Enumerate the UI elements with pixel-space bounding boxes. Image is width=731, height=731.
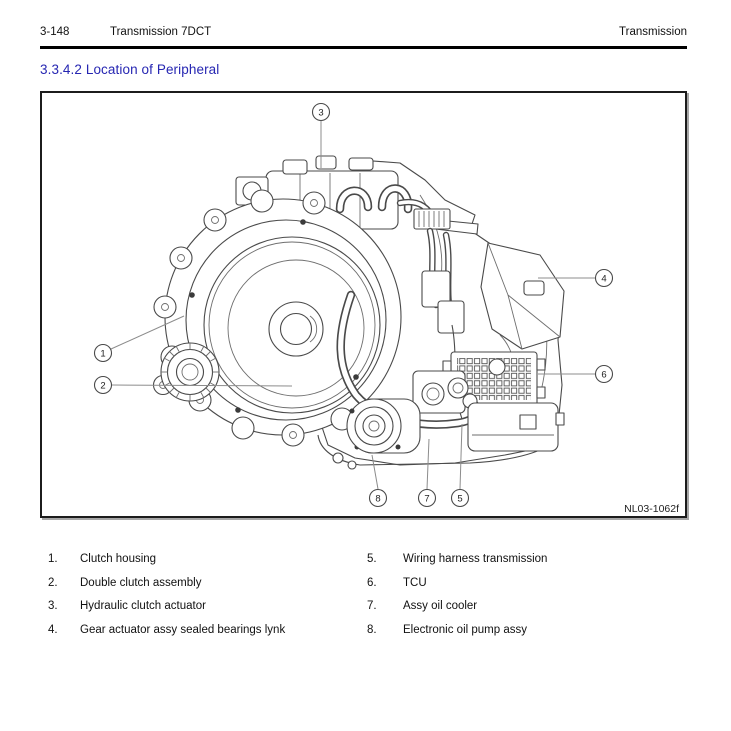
legend-num: 8.: [367, 624, 377, 637]
gear-actuator-drawing: [480, 242, 565, 350]
header-right-title: Transmission: [619, 26, 687, 38]
callout-2: 2: [93, 375, 113, 395]
double-clutch-drawing: [152, 342, 220, 402]
leader-line-5: [459, 423, 463, 490]
legend-num: 3.: [48, 600, 58, 613]
leader-line-2: [111, 384, 293, 387]
callout-8: 8: [368, 488, 388, 508]
legend-label: Clutch housing: [80, 553, 157, 565]
oil-pump-drawing: [346, 398, 421, 454]
page-number: 3-148: [40, 26, 70, 38]
callout-1: 1: [93, 343, 113, 363]
svg-text:1: 1: [100, 348, 105, 359]
svg-text:6: 6: [601, 369, 606, 380]
legend-label: Assy oil cooler: [403, 600, 478, 613]
figure-frame: 1 2 3 4 5 6 7: [40, 91, 687, 518]
legend-label: Gear actuator assy sealed bearings lynk: [80, 624, 286, 637]
legend-num: 5.: [367, 553, 377, 565]
legend-label: Hydraulic clutch actuator: [80, 600, 206, 613]
transmission-diagram: 1 2 3 4 5 6 7: [93, 102, 679, 515]
svg-text:4: 4: [601, 273, 606, 284]
svg-text:7: 7: [424, 493, 429, 504]
legend-label: Electronic oil pump assy: [403, 624, 527, 637]
svg-text:5: 5: [457, 493, 462, 504]
callout-5: 5: [450, 488, 470, 508]
legend: 1. Clutch housing 5. Wiring harness tran…: [48, 552, 687, 647]
legend-num: 2.: [48, 576, 58, 589]
section-heading: 3.3.4.2 Location of Peripheral: [40, 62, 220, 77]
chapter-title: Transmission 7DCT: [110, 26, 212, 38]
lower-housing-drawing: [467, 402, 565, 452]
leader-lines: [110, 121, 595, 490]
callout-7: 7: [417, 488, 437, 508]
manual-page: 3-148 Transmission 7DCT Transmission 3.3…: [40, 0, 687, 647]
callout-6: 6: [594, 364, 614, 384]
svg-text:3: 3: [318, 107, 323, 118]
legend-label: TCU: [403, 576, 427, 589]
legend-num: 1.: [48, 553, 58, 565]
page-header: 3-148 Transmission 7DCT Transmission: [40, 0, 687, 38]
svg-text:8: 8: [375, 493, 380, 504]
legend-label: Double clutch assembly: [80, 576, 202, 589]
leader-line-7: [426, 438, 430, 490]
callout-4: 4: [594, 268, 614, 288]
tcu-drawing: [442, 351, 546, 407]
svg-text:2: 2: [100, 380, 105, 391]
leader-line-1: [110, 315, 185, 350]
oil-cooler-drawing: [412, 370, 469, 414]
callout-3: 3: [311, 102, 331, 122]
legend-num: 4.: [48, 624, 58, 637]
legend-num: 7.: [367, 600, 377, 613]
legend-label: Wiring harness transmission: [403, 553, 548, 565]
hydraulic-actuator-drawing: [235, 155, 438, 230]
figure-code: NL03-1062f: [624, 503, 679, 515]
leader-line-8: [371, 454, 379, 490]
header-rule: [40, 46, 687, 49]
legend-num: 6.: [367, 576, 377, 589]
wiring-harness-drawing: [413, 208, 479, 420]
